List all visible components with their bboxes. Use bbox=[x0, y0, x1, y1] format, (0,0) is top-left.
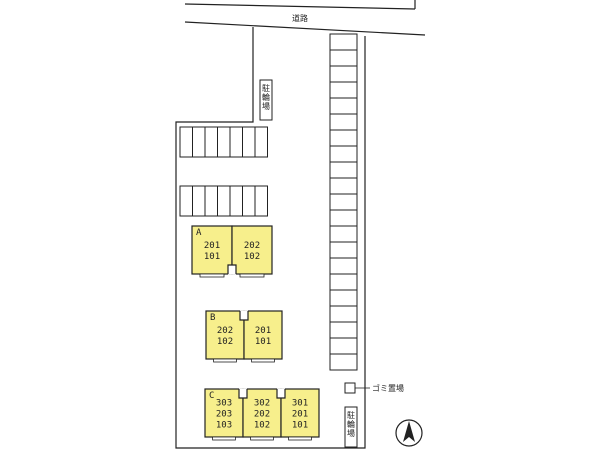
parking-space bbox=[204, 185, 218, 217]
parking-space bbox=[192, 126, 206, 158]
building-porch bbox=[239, 273, 265, 278]
parking-space bbox=[329, 65, 358, 83]
road-label: 道路 bbox=[292, 13, 308, 23]
building-porch bbox=[251, 358, 275, 363]
parking-space bbox=[192, 185, 206, 217]
room-number: 302 bbox=[254, 399, 270, 409]
north-arrow-icon bbox=[395, 419, 423, 447]
building-notch bbox=[277, 388, 285, 399]
room-number: 201 bbox=[292, 410, 308, 420]
parking-space bbox=[329, 353, 358, 371]
parking-space bbox=[329, 49, 358, 67]
parking-space bbox=[329, 257, 358, 275]
building-porch bbox=[212, 436, 236, 441]
building-notch-outline bbox=[238, 389, 248, 399]
parking-space bbox=[329, 129, 358, 147]
bicycle-parking-top-label: 駐輪場 bbox=[262, 83, 271, 111]
parking-space bbox=[329, 97, 358, 115]
building-notch bbox=[240, 310, 248, 321]
parking-space bbox=[329, 33, 358, 51]
parking-space bbox=[329, 113, 358, 131]
parking-space bbox=[229, 126, 243, 158]
room-number: 102 bbox=[217, 337, 233, 347]
building-porch bbox=[213, 358, 237, 363]
parking-column bbox=[329, 33, 358, 371]
building-unit bbox=[191, 225, 233, 275]
parking-space bbox=[329, 289, 358, 307]
parking-space bbox=[242, 126, 256, 158]
building-porch bbox=[250, 436, 274, 441]
parking-space bbox=[329, 161, 358, 179]
parking-space bbox=[329, 209, 358, 227]
parking-space bbox=[329, 193, 358, 211]
room-number: 203 bbox=[216, 410, 232, 420]
parking-space bbox=[179, 185, 193, 217]
building-unit bbox=[280, 388, 320, 438]
parking-row-2 bbox=[179, 185, 268, 217]
room-number: 102 bbox=[254, 421, 270, 431]
room-number: 103 bbox=[216, 421, 232, 431]
building-porch bbox=[199, 273, 225, 278]
building-notch-outline bbox=[276, 389, 286, 399]
building-notch bbox=[228, 264, 236, 275]
bicycle-parking-top: 駐輪場 bbox=[259, 79, 273, 121]
road: 道路 bbox=[184, 0, 426, 36]
building-letter: C bbox=[209, 391, 214, 401]
room-number: 202 bbox=[244, 241, 260, 251]
bicycle-parking-bottom-label: 駐輪場 bbox=[347, 410, 356, 438]
parking-space bbox=[242, 185, 256, 217]
room-number: 201 bbox=[255, 326, 271, 336]
room-number: 303 bbox=[216, 399, 232, 409]
parking-space bbox=[329, 177, 358, 195]
garbage-area-label: ゴミ置場 bbox=[372, 383, 404, 393]
building-notch bbox=[239, 388, 247, 399]
building-porch bbox=[288, 436, 312, 441]
room-number: 301 bbox=[292, 399, 308, 409]
parking-space bbox=[254, 185, 268, 217]
parking-space bbox=[217, 126, 231, 158]
parking-space bbox=[329, 81, 358, 99]
parking-space bbox=[204, 126, 218, 158]
building-unit bbox=[242, 388, 282, 438]
building-letter: A bbox=[196, 228, 202, 238]
parking-space bbox=[217, 185, 231, 217]
parking-space bbox=[329, 145, 358, 163]
parking-space bbox=[254, 126, 268, 158]
room-number: 201 bbox=[204, 241, 220, 251]
room-number: 101 bbox=[292, 421, 308, 431]
room-number: 202 bbox=[217, 326, 233, 336]
room-number: 101 bbox=[204, 252, 220, 262]
building-notch-outline bbox=[227, 264, 237, 274]
parking-space bbox=[329, 337, 358, 355]
parking-space bbox=[329, 241, 358, 259]
room-number: 101 bbox=[255, 337, 271, 347]
building-unit bbox=[204, 388, 244, 438]
parking-row-1 bbox=[179, 126, 268, 158]
garbage-area: ゴミ置場 bbox=[344, 382, 404, 394]
building-letter: B bbox=[210, 313, 215, 323]
building-notch-outline bbox=[239, 311, 249, 321]
parking-space bbox=[329, 273, 358, 291]
parking-space bbox=[329, 225, 358, 243]
parking-space bbox=[229, 185, 243, 217]
parking-space bbox=[329, 305, 358, 323]
site-boundary bbox=[175, 27, 366, 449]
bicycle-parking-bottom: 駐輪場 bbox=[344, 406, 358, 448]
room-number: 102 bbox=[244, 252, 260, 262]
parking-space bbox=[179, 126, 193, 158]
room-number: 202 bbox=[254, 410, 270, 420]
parking-space bbox=[329, 321, 358, 339]
